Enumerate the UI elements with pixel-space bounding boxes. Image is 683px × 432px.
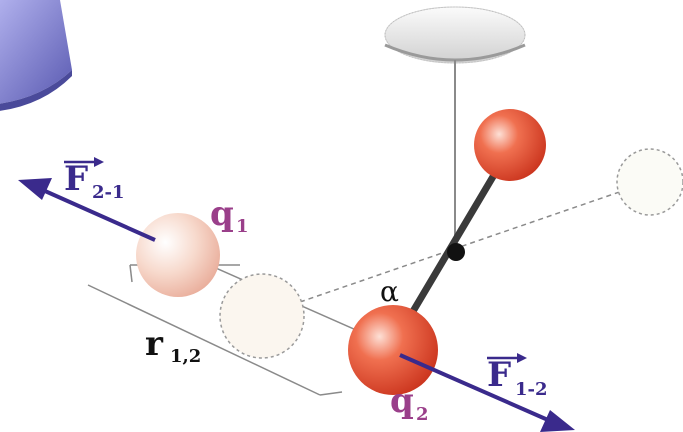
ball-top-red — [474, 109, 546, 181]
torsion-head-icon — [384, 6, 526, 64]
svg-text:q: q — [390, 381, 414, 421]
ghost-ball-right — [616, 148, 683, 216]
label-distance: r 1,2 — [145, 324, 201, 367]
label-angle: α — [380, 275, 399, 308]
svg-text:q: q — [210, 194, 234, 234]
label-force-right: F 1-2 — [487, 353, 548, 400]
cylinder-icon — [0, 0, 72, 111]
ball-q1 — [136, 213, 220, 297]
force-arrow-right — [399, 353, 575, 432]
pivot-dot-icon — [447, 243, 465, 261]
label-charge-2: q 2 — [390, 381, 429, 425]
force-arrow-left — [18, 178, 156, 242]
svg-text:r: r — [145, 324, 164, 364]
svg-text:2-1: 2-1 — [92, 182, 125, 203]
ball-q2 — [348, 305, 438, 395]
label-charge-1: q 1 — [210, 194, 249, 237]
svg-text:1,2: 1,2 — [170, 346, 201, 367]
svg-text:F: F — [487, 355, 511, 395]
label-force-left: F 2-1 — [64, 157, 125, 203]
svg-text:1: 1 — [236, 216, 249, 237]
ghost-ball-middle — [219, 273, 305, 359]
svg-text:2: 2 — [416, 404, 429, 425]
svg-text:1-2: 1-2 — [515, 379, 548, 400]
svg-text:F: F — [64, 159, 88, 199]
